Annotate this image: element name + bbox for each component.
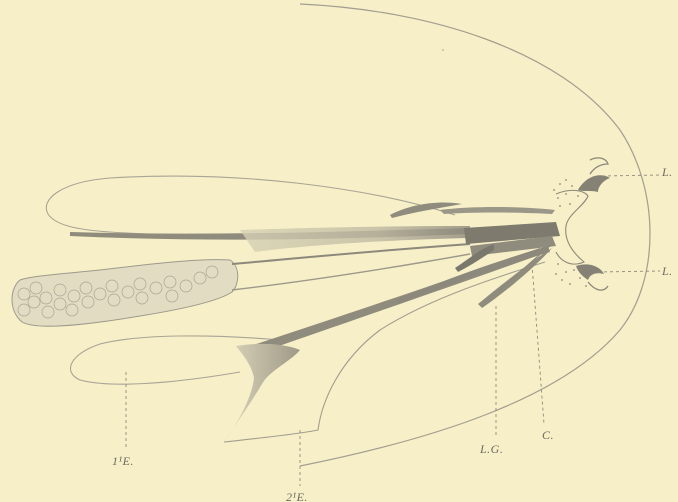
- upper-tube-shadow: [240, 226, 470, 252]
- label-l-lower: L.: [662, 264, 673, 279]
- upper-claw: [578, 175, 610, 192]
- label-first-e: 1¹E.: [112, 454, 134, 469]
- stray-dot: [442, 49, 444, 51]
- leader-lines: [126, 175, 660, 486]
- label-l-upper: L.: [662, 165, 673, 180]
- lower-wedge: [224, 344, 300, 442]
- label-c: C.: [542, 428, 554, 443]
- label-lg: L.G.: [480, 442, 503, 457]
- head-outline: [556, 190, 588, 264]
- label-second-e: 2¹E.: [286, 490, 308, 502]
- mesh-sac: [12, 260, 238, 327]
